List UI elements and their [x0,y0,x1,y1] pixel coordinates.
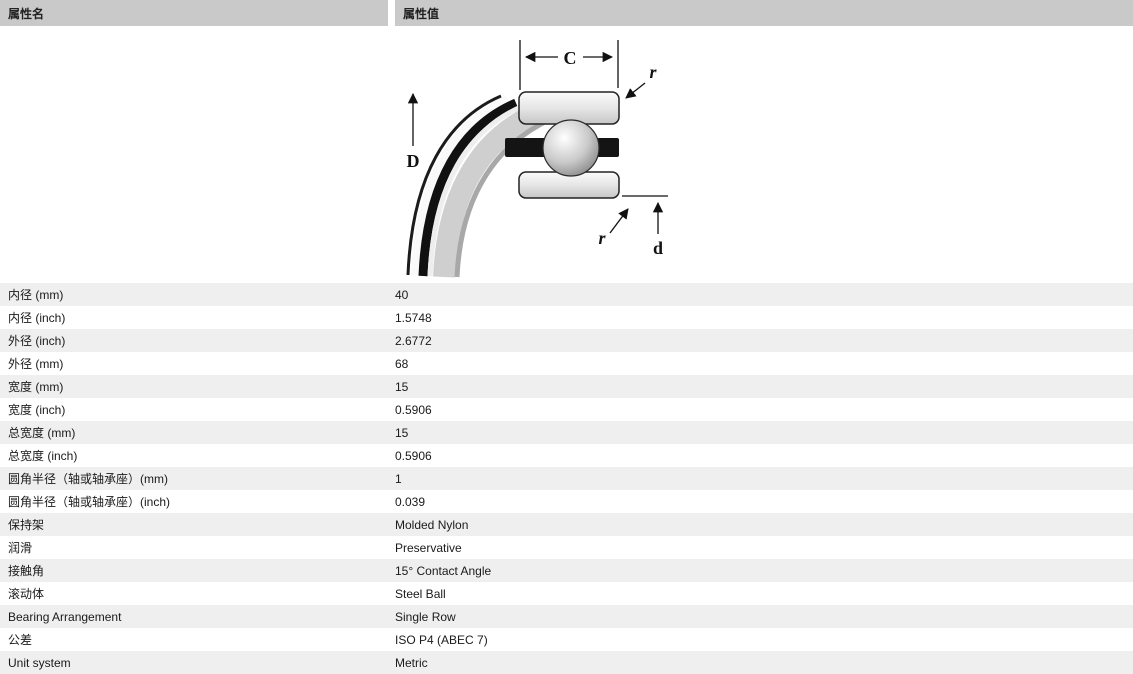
spec-label: 总宽度 (inch) [8,449,78,463]
spec-value: 68 [395,356,409,371]
table-row: 外径 (mm) 68 [0,352,1133,375]
spec-label: 外径 (inch) [8,334,66,348]
header-attribute-value: 属性值 [395,0,1133,26]
table-row: Bearing Arrangement Single Row [0,605,1133,628]
spec-label: 接触角 [8,564,45,578]
spec-label: 公差 [8,633,33,647]
table-row: 宽度 (inch) 0.5906 [0,398,1133,421]
spec-label: 保持架 [8,518,45,532]
spec-value: Preservative [395,540,462,555]
table-row: 内径 (inch) 1.5748 [0,306,1133,329]
table-row: 润滑 Preservative [0,536,1133,559]
spec-label: 圆角半径（轴或轴承座）(mm) [8,472,168,486]
spec-value: 15 [395,425,409,440]
table-row: 公差 ISO P4 (ABEC 7) [0,628,1133,651]
cage-section-right [597,138,619,157]
spec-label: 宽度 (inch) [8,403,66,417]
table-row: 宽度 (mm) 15 [0,375,1133,398]
spec-value: 2.6772 [395,333,432,348]
dimension-r-top-arrow [625,82,646,99]
header-attribute-name: 属性名 [0,0,388,26]
spec-label: 圆角半径（轴或轴承座）(inch) [8,495,171,509]
table-row: 总宽度 (inch) 0.5906 [0,444,1133,467]
table-row: 保持架 Molded Nylon [0,513,1133,536]
spec-label: 总宽度 (mm) [8,426,76,440]
dimension-r-top-label: r [649,62,657,82]
table-row: 滚动体 Steel Ball [0,582,1133,605]
spec-value: Steel Ball [395,586,446,601]
dimension-d-outer-label: D [407,151,420,171]
spec-value: Single Row [395,609,456,624]
dimension-r-bottom-label: r [598,228,606,248]
spec-label: Bearing Arrangement [8,609,122,624]
spec-value: Metric [395,655,428,670]
spec-label: 内径 (inch) [8,311,66,325]
bearing-diagram: C r D r d [0,26,1133,283]
spec-label: 润滑 [8,541,33,555]
table-row: Unit system Metric [0,651,1133,674]
dimension-c-label: C [564,48,577,68]
table-row: 接触角 15° Contact Angle [0,559,1133,582]
bearing-cross-section-drawing: C r D r d [406,40,668,278]
table-row: 内径 (mm) 40 [0,283,1133,306]
outer-ring-section [518,91,620,125]
spec-value: Molded Nylon [395,517,469,532]
spec-value: 1 [395,471,402,486]
spec-value: 40 [395,287,409,302]
spec-label: 内径 (mm) [8,288,64,302]
ball [542,119,600,177]
spec-label: Unit system [8,655,71,670]
specification-table: 内径 (mm) 40 内径 (inch) 1.5748 外径 (inch) 2.… [0,283,1133,674]
spec-value: 1.5748 [395,310,432,325]
dimension-r-bottom-arrow [609,208,629,234]
spec-label: 外径 (mm) [8,357,64,371]
table-header: 属性名 属性值 [0,0,1133,26]
spec-value: 0.039 [395,494,426,509]
spec-value: 15° Contact Angle [395,563,492,578]
spec-label: 滚动体 [8,587,45,601]
table-row: 圆角半径（轴或轴承座）(inch) 0.039 [0,490,1133,513]
table-row: 总宽度 (mm) 15 [0,421,1133,444]
table-row: 外径 (inch) 2.6772 [0,329,1133,352]
spec-value: 0.5906 [395,448,432,463]
spec-value: 0.5906 [395,402,432,417]
bearing-ring-arcs [406,94,553,278]
spec-label: 宽度 (mm) [8,380,64,394]
spec-value: ISO P4 (ABEC 7) [395,632,488,647]
dimension-d-bore-label: d [653,238,663,258]
cage-section-left [505,138,547,157]
dimension-c [519,40,619,90]
spec-value: 15 [395,379,409,394]
table-row: 圆角半径（轴或轴承座）(mm) 1 [0,467,1133,490]
header-divider [388,0,395,26]
